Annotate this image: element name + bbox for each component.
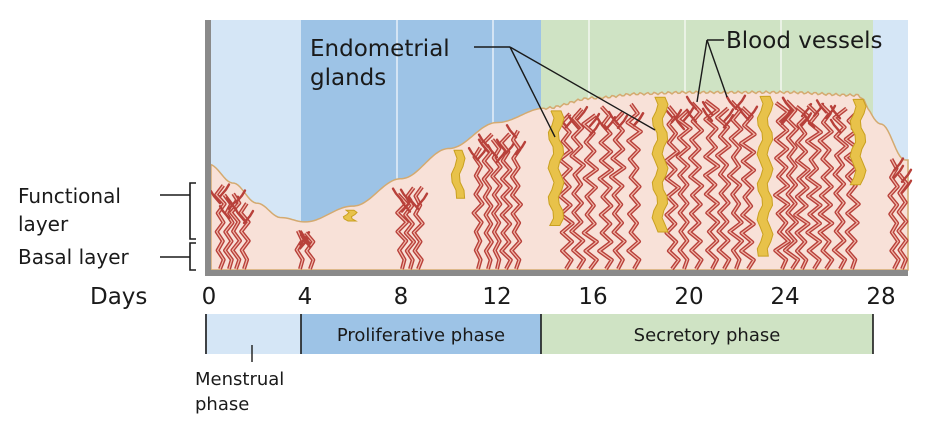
endometrial-gland — [450, 149, 466, 199]
endometrial-glands-label-line2: glands — [310, 65, 386, 91]
secretory-phase-label: Secretory phase — [634, 325, 781, 346]
blood-vessel — [793, 102, 813, 270]
day-tick-16: 16 — [578, 284, 607, 310]
blood-vessel — [607, 110, 629, 270]
functional-layer-label-line1: Functional — [18, 184, 121, 208]
endometrial-gland — [651, 96, 669, 233]
blood-vessel — [581, 112, 601, 271]
blood-vessel — [625, 102, 645, 270]
blood-vessel — [399, 186, 416, 270]
day-tick-8: 8 — [394, 284, 409, 310]
endometrial-gland — [547, 110, 565, 226]
blood-vessel — [225, 189, 247, 270]
blood-vessel — [829, 105, 849, 270]
blood-vessel — [896, 168, 913, 270]
functional-layer-label-line2: layer — [18, 212, 69, 236]
endometrial-gland — [342, 209, 358, 222]
day-tick-28: 28 — [866, 284, 895, 310]
day-tick-24: 24 — [770, 284, 799, 310]
blood-vessel — [299, 230, 316, 270]
day-tick-12: 12 — [482, 284, 511, 310]
blood-vessel — [209, 183, 231, 270]
blood-vessel — [567, 105, 589, 271]
proliferative-phase-label: Proliferative phase — [337, 325, 505, 346]
day-tick-labels: 0 4 8 12 16 20 24 28 — [202, 284, 896, 310]
blood-vessel — [715, 106, 735, 270]
blood-vessel — [407, 185, 429, 270]
phase-dividers — [205, 314, 874, 354]
blood-vessels-label: Blood vessels — [726, 28, 882, 54]
days-label: Days — [90, 284, 147, 310]
proliferative-phase-bar — [301, 314, 541, 354]
basal-layer-label: Basal layer — [18, 245, 130, 269]
gland-leader-lines — [474, 46, 656, 138]
blood-vessel — [701, 99, 721, 270]
blood-vessel-group — [209, 94, 913, 271]
blood-vessel — [595, 105, 617, 271]
day-tick-0: 0 — [202, 284, 217, 310]
blood-vessel — [505, 124, 527, 270]
secretory-phase-bar — [541, 314, 873, 354]
blood-vessel — [486, 138, 508, 270]
axis-bar — [205, 20, 211, 276]
blood-vessel — [725, 94, 747, 270]
day-tick-20: 20 — [674, 284, 703, 310]
blood-vessel — [391, 187, 413, 270]
blood-vessel — [218, 193, 240, 270]
functional-layer-bracket — [189, 182, 196, 240]
endometrial-gland — [849, 98, 867, 186]
blood-vessel — [233, 202, 255, 270]
menstrual-phase-label-line1: Menstrual — [195, 369, 284, 390]
blood-vessel — [887, 157, 905, 270]
blood-vessel — [815, 99, 837, 271]
blood-vessel — [477, 132, 494, 270]
basal-layer-bracket — [189, 242, 196, 271]
vessel-leader-lines — [696, 39, 728, 103]
endometrial-gland — [756, 95, 774, 257]
day-tick-4: 4 — [298, 284, 313, 310]
blood-vessel — [673, 107, 695, 270]
menstrual-phase-label-line2: phase — [195, 394, 249, 415]
endometrial-glands-label-line1: Endometrial — [310, 36, 450, 62]
endometrial-gland-group — [342, 95, 867, 257]
blood-vessel — [781, 96, 801, 271]
menstrual-phase-bar — [205, 314, 301, 354]
baseline — [205, 270, 908, 276]
blood-vessel — [685, 95, 705, 271]
blood-vessel — [737, 105, 759, 271]
